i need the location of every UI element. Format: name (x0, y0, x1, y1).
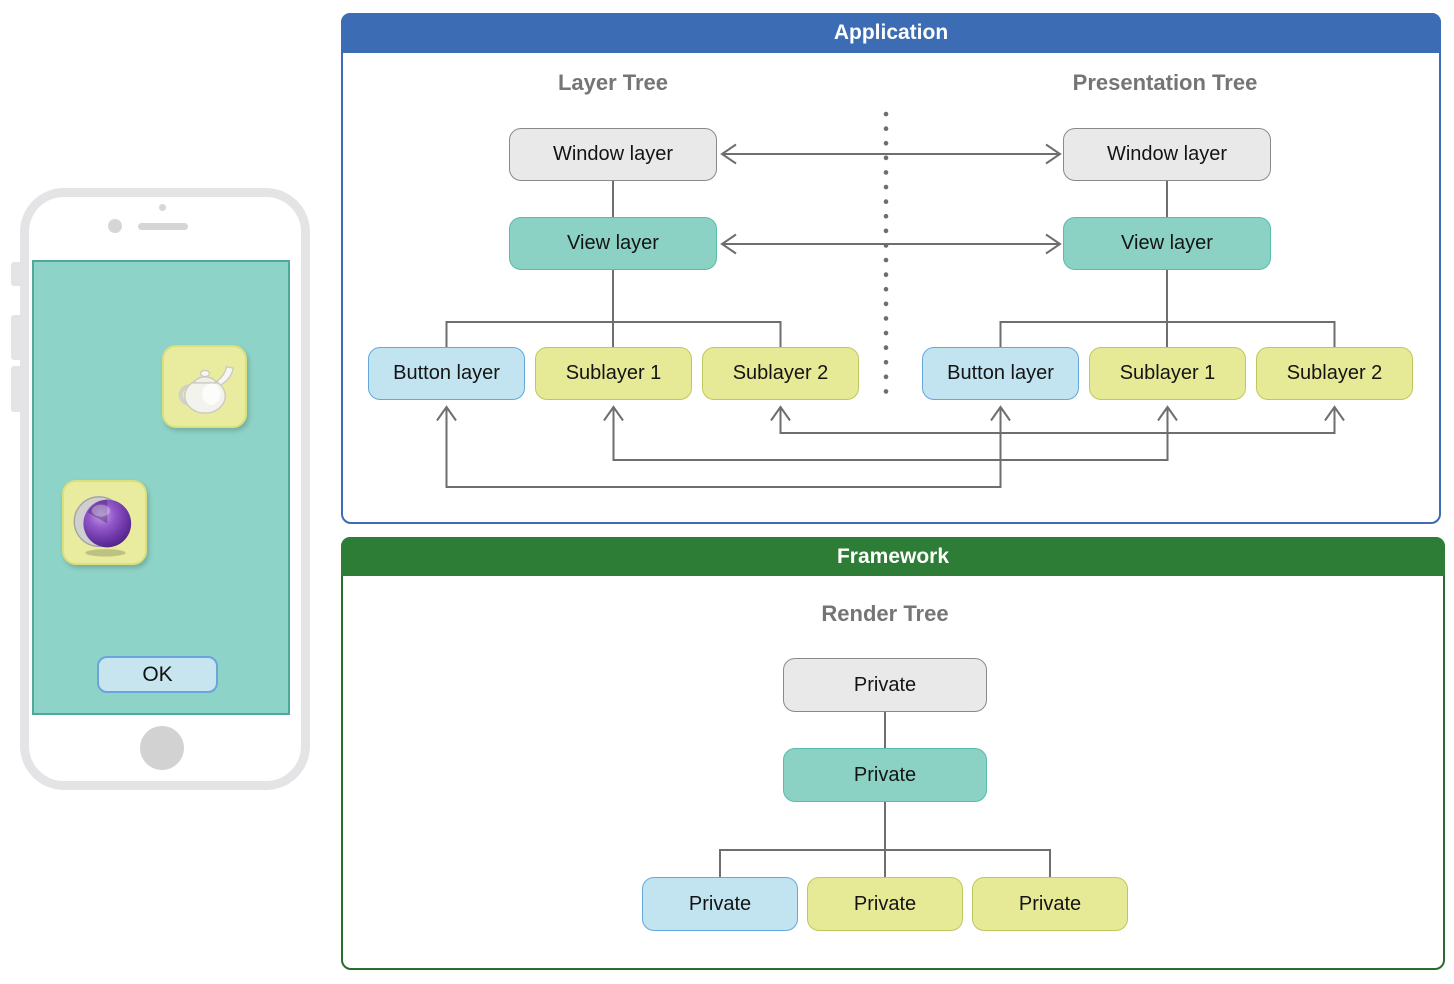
layer-tree-sublayer2-node: Sublayer 2 (702, 347, 859, 400)
render-tree-sublayer2-private-node: Private (972, 877, 1128, 931)
ok-button: OK (97, 656, 218, 693)
presentation-tree-view-layer-node: View layer (1063, 217, 1271, 270)
layer-tree-view-layer-node: View layer (509, 217, 717, 270)
framework-panel: Framework (341, 537, 1445, 970)
render-tree-root-private-node: Private (783, 658, 987, 712)
sphere-layer-tile (62, 480, 147, 565)
home-button (140, 726, 184, 770)
render-tree-sublayer1-private-node: Private (807, 877, 963, 931)
render-tree-button-private-node: Private (642, 877, 798, 931)
layer-tree-sublayer1-node: Sublayer 1 (535, 347, 692, 400)
presentation-tree-sublayer1-node: Sublayer 1 (1089, 347, 1246, 400)
volume-down-button (11, 366, 22, 412)
volume-up-button (11, 315, 22, 360)
teapot-layer-tile (162, 345, 247, 428)
iphone-mockup: OK (11, 188, 310, 790)
teapot-icon (178, 365, 234, 414)
proximity-sensor-dot (159, 204, 166, 211)
render-tree-view-private-node: Private (783, 748, 987, 802)
layer-tree-window-layer-node: Window layer (509, 128, 717, 181)
presentation-tree-window-layer-node: Window layer (1063, 128, 1271, 181)
mute-switch (11, 262, 22, 286)
framework-header: Framework (341, 537, 1445, 576)
application-header: Application (341, 13, 1441, 53)
phone-frame (20, 188, 310, 790)
layer-tree-title: Layer Tree (557, 70, 669, 95)
presentation-tree-sublayer2-node: Sublayer 2 (1256, 347, 1413, 400)
layer-tree-button-layer-node: Button layer (368, 347, 525, 400)
speaker-slot (138, 223, 188, 230)
presentation-tree-title: Presentation Tree (1072, 70, 1258, 95)
front-camera-dot (108, 219, 122, 233)
purple-sphere-icon (73, 495, 131, 556)
presentation-tree-button-layer-node: Button layer (922, 347, 1079, 400)
render-tree-title: Render Tree (821, 601, 949, 626)
phone-screen: OK (32, 260, 290, 715)
